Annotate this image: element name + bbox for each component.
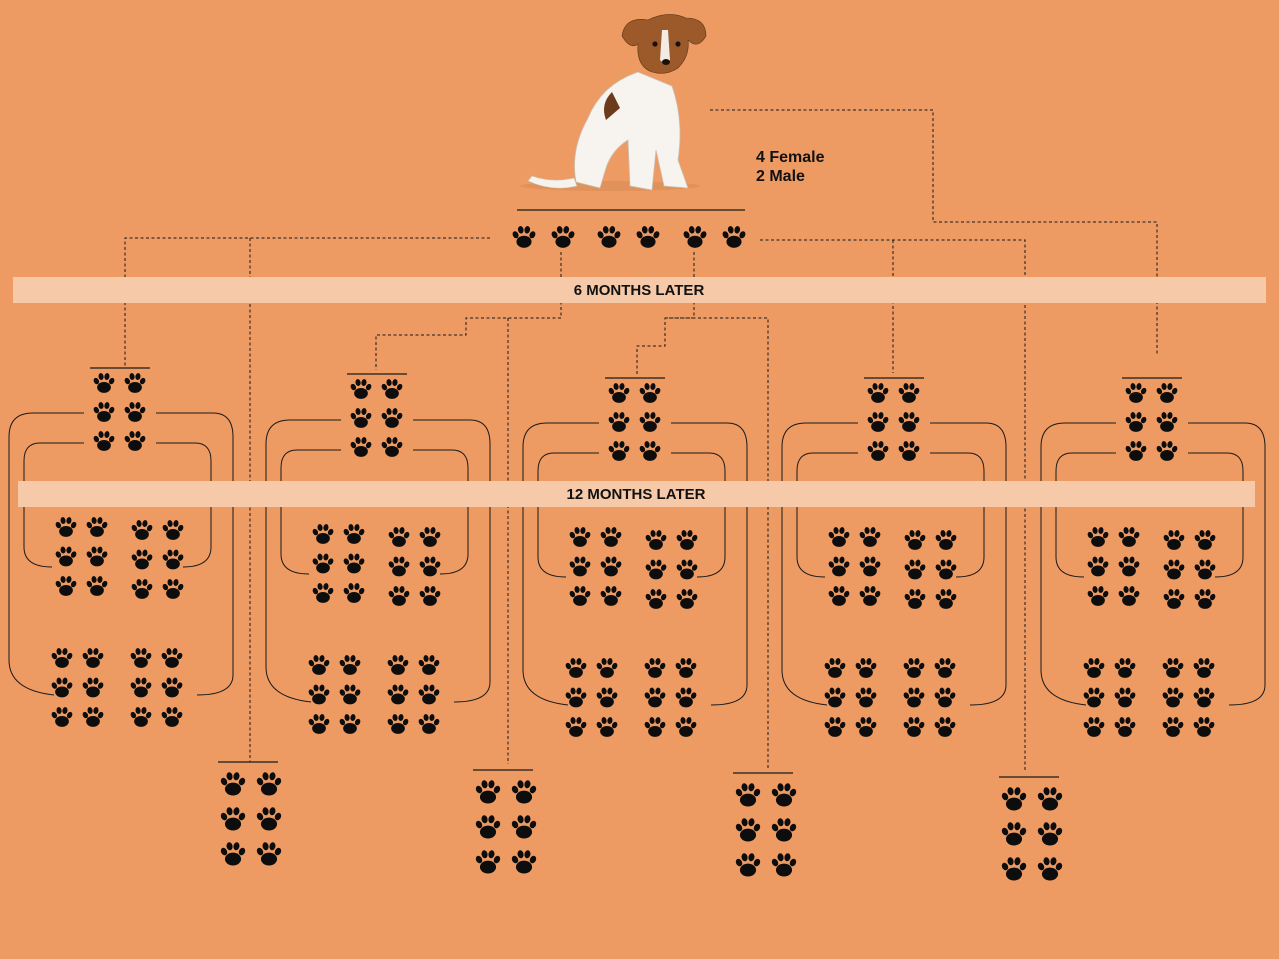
connector-lines xyxy=(8,109,1266,778)
dog-brown-patch xyxy=(604,92,620,120)
dog-photo xyxy=(520,14,707,191)
female-count: 4 Female xyxy=(756,149,825,166)
male-count: 2 Male xyxy=(756,168,805,185)
solid-bracket xyxy=(265,419,341,703)
dashed-connector xyxy=(760,239,1026,770)
dog-eye-left xyxy=(652,41,658,47)
solid-bracket xyxy=(413,449,469,575)
band-6-months xyxy=(13,277,1266,303)
solid-bracket xyxy=(413,419,491,703)
solid-bracket xyxy=(930,422,1007,706)
dashed-connector xyxy=(710,109,1158,355)
litter-composition: 4 Female 2 Male xyxy=(756,148,824,186)
solid-bracket xyxy=(781,422,858,706)
solid-bracket xyxy=(156,412,234,696)
dog-body xyxy=(574,71,689,191)
solid-bracket xyxy=(537,452,599,578)
solid-bracket xyxy=(796,452,858,578)
solid-bracket xyxy=(1040,422,1116,706)
dashed-connector xyxy=(665,317,769,768)
dashed-connector xyxy=(124,237,490,367)
solid-bracket xyxy=(8,412,84,696)
dashed-connector xyxy=(375,252,562,370)
dog-blaze xyxy=(660,30,670,63)
dog-nose xyxy=(662,59,670,65)
dashed-connector xyxy=(636,252,695,374)
solid-bracket xyxy=(23,442,84,568)
solid-bracket xyxy=(1188,422,1266,706)
solid-bracket xyxy=(1055,452,1116,578)
solid-bracket xyxy=(1188,452,1244,578)
band-12-months-label: 12 MONTHS LATER xyxy=(567,486,706,503)
band-6-months-label: 6 MONTHS LATER xyxy=(574,282,705,299)
dog-tail xyxy=(527,175,578,189)
dog-eye-right xyxy=(675,41,681,47)
solid-bracket xyxy=(280,449,341,575)
time-bands: 6 MONTHS LATER 12 MONTHS LATER xyxy=(13,277,1266,507)
band-12-months xyxy=(18,481,1255,507)
solid-bracket xyxy=(671,452,726,578)
solid-bracket xyxy=(671,422,748,706)
solid-bracket xyxy=(522,422,599,706)
solid-bracket xyxy=(156,442,212,568)
solid-bracket xyxy=(930,452,985,578)
